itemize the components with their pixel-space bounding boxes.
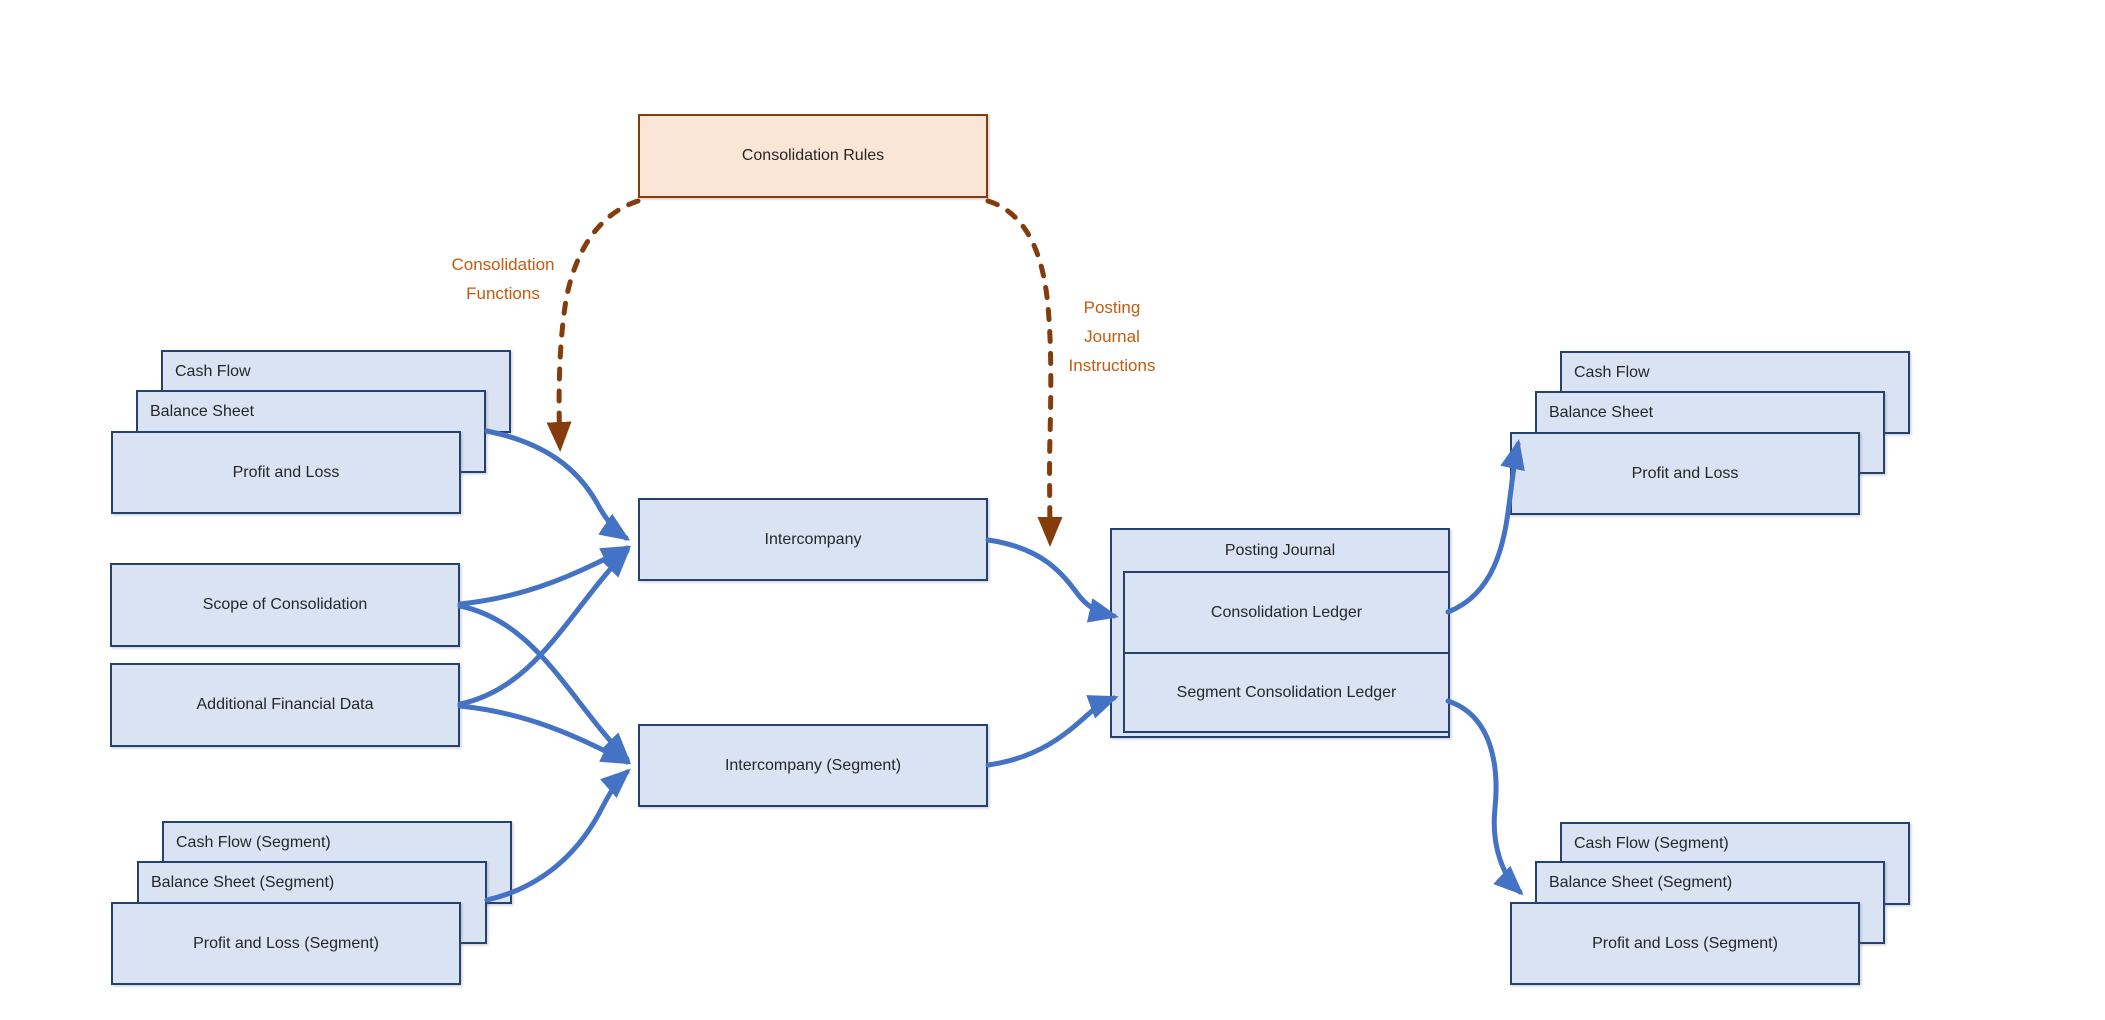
edge-segment-ledger-to-output-segment-statements: [1445, 698, 1524, 896]
node-label: Intercompany (Segment): [724, 756, 902, 774]
node-label: Cash Flow: [175, 363, 251, 380]
node-label: Segment Consolidation Ledger: [1176, 683, 1397, 701]
node-consolidation-ledger: Consolidation Ledger: [1123, 571, 1450, 654]
edge-statements-to-intercompany: [484, 428, 631, 541]
posting-journal-title: Posting Journal: [1224, 541, 1336, 559]
edge-intercompany-to-consolidation-ledger: [985, 537, 1119, 623]
node-label: Cash Flow (Segment): [1574, 835, 1729, 852]
node-scope-of-consolidation: Scope of Consolidation: [110, 563, 460, 647]
node-intercompany-segment: Intercompany (Segment): [638, 724, 988, 807]
node-label: Additional Financial Data: [196, 696, 374, 713]
node-label: Profit and Loss: [1631, 464, 1739, 482]
node-profit-and-loss-segment-right: Profit and Loss (Segment): [1510, 902, 1860, 985]
node-label: Balance Sheet (Segment): [1549, 874, 1733, 891]
node-label: Balance Sheet (Segment): [151, 874, 335, 891]
node-label: Scope of Consolidation: [202, 596, 368, 613]
node-label: Profit and Loss: [232, 463, 340, 481]
edge-scope-to-intercompany-segment: [457, 603, 631, 763]
node-intercompany: Intercompany: [638, 498, 988, 581]
node-label: Intercompany: [764, 530, 862, 548]
annotation-consolidation-functions: Consolidation Functions: [451, 255, 555, 303]
edge-scope-to-intercompany: [457, 545, 632, 607]
edge-ledger-to-output-statements: [1445, 439, 1525, 615]
node-label: Cash Flow: [1574, 364, 1650, 381]
node-consolidation-rules: Consolidation Rules: [638, 114, 988, 198]
edge-rules-to-intercompany: [546, 198, 641, 452]
node-label: Consolidation Ledger: [1210, 603, 1363, 621]
node-label: Profit and Loss (Segment): [193, 934, 379, 952]
edge-intercompany-segment-to-segment-ledger: [985, 695, 1119, 768]
node-label: Balance Sheet: [1549, 404, 1654, 421]
node-segment-consolidation-ledger: Segment Consolidation Ledger: [1123, 654, 1450, 733]
node-label: Consolidation Rules: [741, 147, 885, 164]
annotation-posting-journal-instructions: Posting Journal Instructions: [1068, 298, 1156, 375]
node-label: Profit and Loss (Segment): [1592, 934, 1778, 952]
node-additional-financial-data: Additional Financial Data: [110, 663, 460, 747]
node-profit-and-loss-segment-left: Profit and Loss (Segment): [111, 902, 461, 985]
edge-afd-to-intercompany: [457, 547, 631, 707]
node-profit-and-loss-right: Profit and Loss: [1510, 432, 1860, 515]
edge-afd-to-intercompany-segment: [457, 703, 632, 765]
node-label: Cash Flow (Segment): [176, 834, 331, 851]
node-profit-and-loss-left: Profit and Loss: [111, 431, 461, 514]
node-label: Balance Sheet: [150, 403, 255, 420]
